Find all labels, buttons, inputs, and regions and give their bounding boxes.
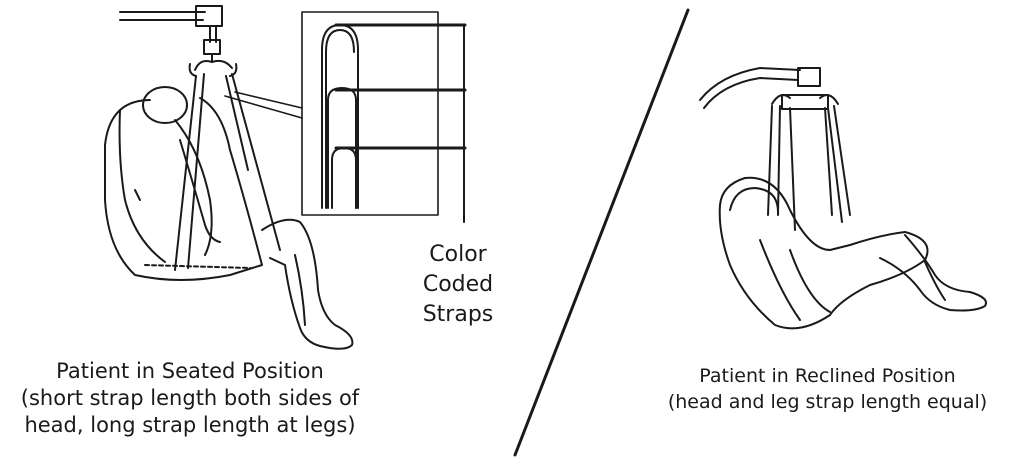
seated-lift-illustration — [105, 6, 352, 349]
strap-detail-inset — [225, 12, 465, 222]
strap-loop-outer-2 — [326, 30, 354, 208]
caption-line: Patient in Seated Position — [0, 358, 380, 385]
spreader-swivel — [204, 40, 220, 54]
caption-line: (head and leg strap length equal) — [620, 389, 1035, 415]
patient-leg-line-right — [925, 262, 945, 300]
caption-line: (short strap length both sides of — [0, 385, 380, 412]
spreader-hooks — [190, 54, 237, 76]
strap-label-line: Color — [408, 240, 508, 270]
patient-head — [143, 87, 187, 123]
patient-head-right — [730, 188, 778, 212]
lift-boom-arm — [120, 12, 205, 20]
strap-label-line: Straps — [408, 300, 508, 330]
seated-position-caption: Patient in Seated Position (short strap … — [0, 358, 380, 439]
sling-inner-fold — [120, 110, 165, 262]
patient-legs — [262, 220, 352, 349]
caption-line: Patient in Reclined Position — [620, 363, 1035, 389]
strap-label-line: Coded — [408, 270, 508, 300]
reclined-position-caption: Patient in Reclined Position (head and l… — [620, 363, 1035, 415]
sling-body-right — [720, 178, 928, 329]
boom-end-cap — [196, 6, 222, 26]
boom-end-cap-right — [798, 68, 820, 86]
patient-arm — [180, 140, 220, 242]
sling-straps-right — [768, 106, 850, 230]
strap-loop-inner — [332, 148, 356, 208]
sling-fold-right — [760, 240, 830, 320]
patient-legs-right — [880, 235, 986, 311]
color-coded-straps-label: Color Coded Straps — [408, 240, 508, 330]
inset-leader-lines — [225, 92, 302, 118]
sling-seam — [145, 265, 250, 268]
sling-side-tab — [135, 190, 140, 200]
caption-line: head, long strap length at legs) — [0, 412, 380, 439]
sling-straps — [175, 74, 280, 270]
lift-boom-arm-right — [700, 68, 800, 108]
reclined-lift-illustration — [700, 68, 986, 328]
